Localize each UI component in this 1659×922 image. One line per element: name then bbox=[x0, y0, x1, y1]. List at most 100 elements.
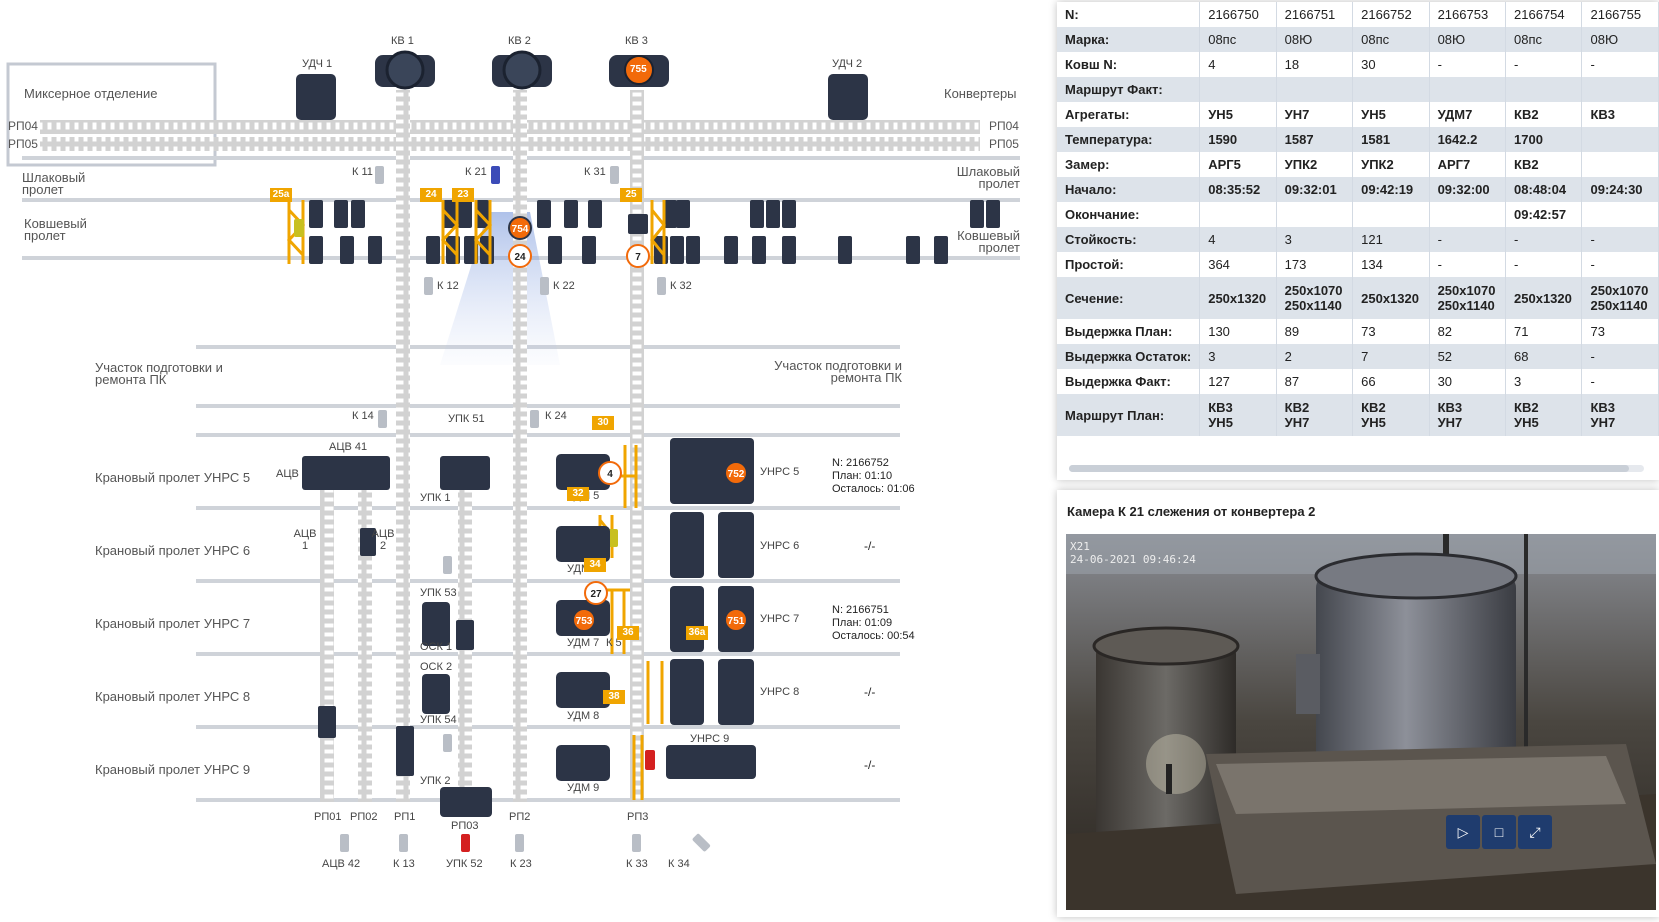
table-cell[interactable]: - bbox=[1429, 52, 1507, 77]
unrs6-label[interactable]: УНРС 6 bbox=[760, 540, 800, 552]
converter-kv2-label[interactable]: КВ 2 bbox=[508, 35, 531, 47]
scroll-thumb[interactable] bbox=[1069, 465, 1629, 472]
ladle-marker[interactable]: 751 bbox=[724, 608, 748, 632]
camera-k34[interactable]: К 34 bbox=[668, 858, 690, 870]
udm9-label[interactable]: УДМ 9 bbox=[567, 782, 600, 794]
table-cell[interactable] bbox=[1581, 127, 1659, 152]
camera-k21[interactable]: К 21 bbox=[465, 166, 487, 178]
table-cell[interactable]: 250x1320 bbox=[1505, 277, 1583, 319]
table-cell[interactable]: УН5 bbox=[1352, 102, 1430, 127]
table-cell[interactable]: - bbox=[1581, 252, 1659, 277]
table-cell[interactable]: 08:35:52 bbox=[1199, 177, 1277, 202]
table-cell[interactable]: АРГ7 bbox=[1429, 152, 1507, 177]
crane-tag[interactable]: 25 bbox=[620, 188, 642, 202]
ladle-marker[interactable]: 752 bbox=[724, 461, 748, 485]
crane-tag[interactable]: 32 bbox=[567, 487, 589, 501]
table-cell[interactable] bbox=[1276, 77, 1354, 102]
table-cell[interactable]: 2166750 bbox=[1199, 2, 1277, 27]
table-cell[interactable]: 1587 bbox=[1276, 127, 1354, 152]
table-cell[interactable]: 2166754 bbox=[1505, 2, 1583, 27]
table-cell[interactable]: 173 bbox=[1276, 252, 1354, 277]
table-cell[interactable]: 09:32:01 bbox=[1276, 177, 1354, 202]
unrs9-label[interactable]: УНРС 9 bbox=[690, 733, 730, 745]
horizontal-scrollbar[interactable] bbox=[1069, 465, 1644, 472]
table-cell[interactable]: - bbox=[1429, 227, 1507, 252]
table-cell[interactable]: КВ2 УН7 bbox=[1276, 394, 1354, 436]
unrs7-label[interactable]: УНРС 7 bbox=[760, 613, 800, 625]
camera-upk52[interactable]: УПК 52 bbox=[446, 858, 483, 870]
unrs5-label[interactable]: УНРС 5 bbox=[760, 466, 800, 478]
table-cell[interactable] bbox=[1429, 77, 1507, 102]
play-button[interactable]: ▷ bbox=[1446, 815, 1480, 849]
table-cell[interactable]: - bbox=[1429, 252, 1507, 277]
table-cell[interactable]: 09:24:30 bbox=[1581, 177, 1659, 202]
table-cell[interactable]: 30 bbox=[1429, 369, 1507, 394]
table-cell[interactable]: УПК2 bbox=[1352, 152, 1430, 177]
crane-tag[interactable]: 36 bbox=[617, 626, 639, 640]
table-cell[interactable]: 09:42:57 bbox=[1505, 202, 1583, 227]
crane-tag[interactable]: 24 bbox=[420, 188, 442, 202]
table-cell[interactable]: КВ3 УН7 bbox=[1581, 394, 1659, 436]
table-cell[interactable]: 250x1320 bbox=[1352, 277, 1430, 319]
udm8-label[interactable]: УДМ 8 bbox=[567, 710, 600, 722]
table-cell[interactable]: 08пс bbox=[1352, 27, 1430, 52]
table-cell[interactable]: - bbox=[1505, 52, 1583, 77]
table-cell[interactable]: 89 bbox=[1276, 319, 1354, 344]
table-cell[interactable]: 2 bbox=[1276, 344, 1354, 369]
table-cell[interactable]: 3 bbox=[1505, 369, 1583, 394]
table-cell[interactable]: 7 bbox=[1352, 344, 1430, 369]
table-cell[interactable]: УН7 bbox=[1276, 102, 1354, 127]
table-cell[interactable]: 68 bbox=[1505, 344, 1583, 369]
converter-kv1-label[interactable]: КВ 1 bbox=[391, 35, 414, 47]
table-cell[interactable]: УДМ7 bbox=[1429, 102, 1507, 127]
table-cell[interactable]: 3 bbox=[1276, 227, 1354, 252]
table-cell[interactable]: КВ2 bbox=[1505, 152, 1583, 177]
table-cell[interactable]: 2166753 bbox=[1429, 2, 1507, 27]
table-cell[interactable]: 1590 bbox=[1199, 127, 1277, 152]
camera-k13[interactable]: К 13 bbox=[393, 858, 415, 870]
table-cell[interactable]: 2166755 bbox=[1581, 2, 1659, 27]
ladle-marker[interactable]: 753 bbox=[572, 608, 596, 632]
table-cell[interactable]: 08:48:04 bbox=[1505, 177, 1583, 202]
table-cell[interactable]: 1700 bbox=[1505, 127, 1583, 152]
converter-kv3-label[interactable]: КВ 3 bbox=[625, 35, 648, 47]
crane-tag[interactable]: 30 bbox=[592, 416, 614, 430]
camera-k12[interactable]: К 12 bbox=[437, 280, 459, 292]
table-cell[interactable]: КВ3 УН7 bbox=[1429, 394, 1507, 436]
table-cell[interactable]: КВ3 УН5 bbox=[1199, 394, 1277, 436]
table-cell[interactable]: 1581 bbox=[1352, 127, 1430, 152]
stop-button[interactable]: □ bbox=[1482, 815, 1516, 849]
table-cell[interactable]: 134 bbox=[1352, 252, 1430, 277]
table-cell[interactable]: 250x1070 250x1140 bbox=[1581, 277, 1659, 319]
table-cell[interactable]: - bbox=[1581, 52, 1659, 77]
table-cell[interactable] bbox=[1581, 77, 1659, 102]
camera-k23[interactable]: К 23 bbox=[510, 858, 532, 870]
converter-kv3-heat[interactable]: 755 bbox=[630, 64, 647, 75]
ladle-marker[interactable]: 754 bbox=[508, 216, 532, 240]
table-cell[interactable] bbox=[1199, 77, 1277, 102]
table-cell[interactable]: 52 bbox=[1429, 344, 1507, 369]
table-cell[interactable]: - bbox=[1581, 344, 1659, 369]
table-cell[interactable]: 09:42:19 bbox=[1352, 177, 1430, 202]
table-cell[interactable]: 66 bbox=[1352, 369, 1430, 394]
camera-k22[interactable]: К 22 bbox=[553, 280, 575, 292]
ladle-marker[interactable]: 27 bbox=[584, 581, 608, 605]
table-cell[interactable]: 18 bbox=[1276, 52, 1354, 77]
table-cell[interactable]: 08Ю bbox=[1429, 27, 1507, 52]
table-cell[interactable]: КВ2 УН5 bbox=[1505, 394, 1583, 436]
table-cell[interactable]: 130 bbox=[1199, 319, 1277, 344]
table-cell[interactable]: 08пс bbox=[1199, 27, 1277, 52]
table-cell[interactable]: АРГ5 bbox=[1199, 152, 1277, 177]
table-cell[interactable]: 3 bbox=[1199, 344, 1277, 369]
table-cell[interactable]: 08Ю bbox=[1276, 27, 1354, 52]
table-cell[interactable]: - bbox=[1505, 252, 1583, 277]
camera-k31[interactable]: К 31 bbox=[584, 166, 606, 178]
table-cell[interactable]: 4 bbox=[1199, 227, 1277, 252]
table-cell[interactable]: 30 bbox=[1352, 52, 1430, 77]
table-cell[interactable]: 08Ю bbox=[1581, 27, 1659, 52]
table-cell[interactable]: 121 bbox=[1352, 227, 1430, 252]
table-cell[interactable]: УН5 bbox=[1199, 102, 1277, 127]
table-cell[interactable]: 364 bbox=[1199, 252, 1277, 277]
table-cell[interactable]: 250x1320 bbox=[1199, 277, 1277, 319]
camera-k14[interactable]: К 14 bbox=[352, 410, 374, 422]
